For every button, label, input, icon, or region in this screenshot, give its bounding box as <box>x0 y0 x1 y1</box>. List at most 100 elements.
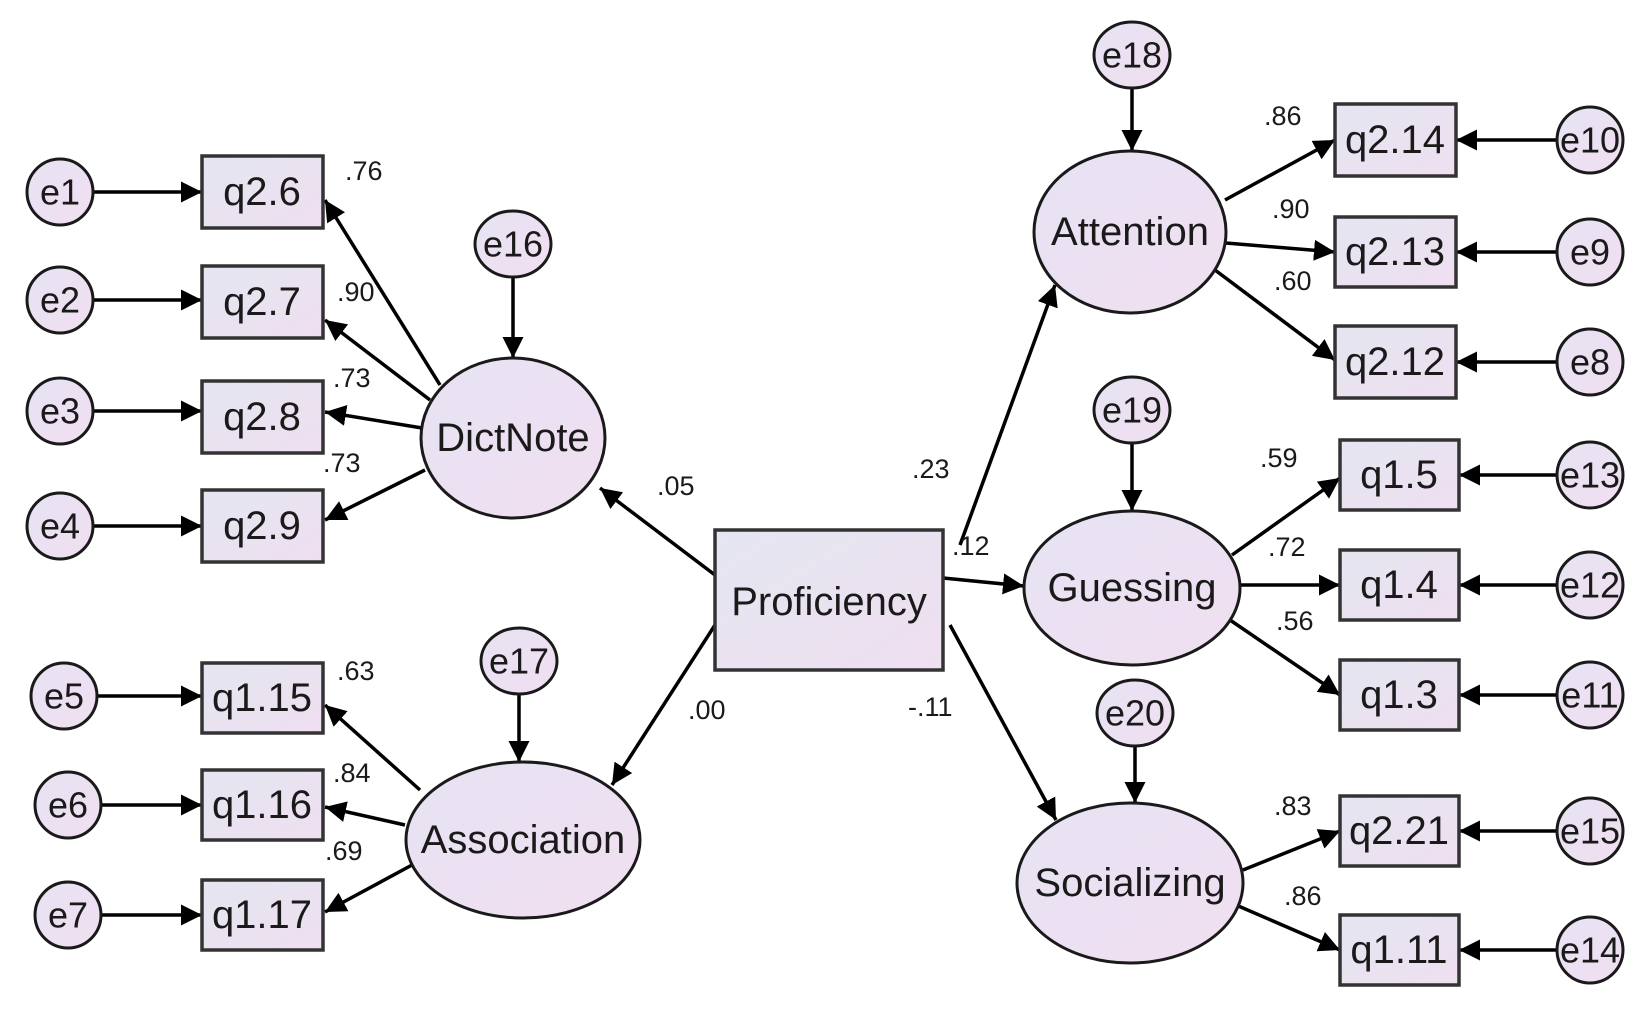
e17-label: e17 <box>489 641 549 682</box>
proficiency-label: Proficiency <box>731 580 927 624</box>
indicator-q2-14: q2.14 <box>1333 102 1458 178</box>
coef-prof-dictnote: .05 <box>657 471 695 501</box>
q1-15-label: q1.15 <box>212 676 312 720</box>
e3-label: e3 <box>40 391 80 432</box>
q2-21-label: q2.21 <box>1349 809 1449 853</box>
e2-label: e2 <box>40 280 80 321</box>
guessing-factor: Guessing <box>1022 509 1242 667</box>
error-e15: e15 <box>1555 796 1625 866</box>
q2-6-label: q2.6 <box>223 170 301 214</box>
q2-7-label: q2.7 <box>223 280 301 324</box>
error-e5: e5 <box>29 661 99 731</box>
e13-label: e13 <box>1560 455 1620 496</box>
e4-label: e4 <box>40 506 80 547</box>
error-e13: e13 <box>1555 440 1625 510</box>
arrow-dictnote-to-q2-8 <box>324 405 423 430</box>
q1-17-label: q1.17 <box>212 893 312 937</box>
e7-label: e7 <box>48 895 88 936</box>
arrow-socializing-to-q1-11 <box>1235 903 1341 952</box>
q1-3-label: q1.3 <box>1360 673 1438 717</box>
dictnote-label: DictNote <box>436 416 589 460</box>
e19-label: e19 <box>1102 390 1162 431</box>
indicator-q1-5: q1.5 <box>1338 438 1461 512</box>
coef-dictnote-q2-9: .73 <box>323 448 361 478</box>
coef-prof-socializing: -.11 <box>908 692 953 722</box>
coef-attention-q2-12: .60 <box>1274 266 1312 296</box>
q2-8-label: q2.8 <box>223 395 301 439</box>
e8-label: e8 <box>1570 342 1610 383</box>
attention-label: Attention <box>1051 210 1209 254</box>
error-e8: e8 <box>1555 327 1625 397</box>
arrow-dictnote-to-q2-9 <box>324 468 426 522</box>
indicator-q2-13: q2.13 <box>1333 215 1458 289</box>
coef-socializing-q2-21: .83 <box>1274 791 1312 821</box>
guessing-label: Guessing <box>1048 566 1217 610</box>
arrow-dictnote-to-q2-6 <box>323 199 442 386</box>
e16-label: e16 <box>483 224 543 265</box>
error-e17: e17 <box>479 626 559 696</box>
coef-dictnote-q2-8: .73 <box>333 363 371 393</box>
e11-label: e11 <box>1561 675 1618 716</box>
error-e14: e14 <box>1555 915 1625 985</box>
e6-label: e6 <box>48 785 88 826</box>
indicator-q1-15: q1.15 <box>200 661 325 735</box>
arrow-association-to-q1-15 <box>323 703 422 792</box>
arrow-prof-to-guessing <box>942 573 1025 595</box>
coef-association-q1-15: .63 <box>337 656 375 686</box>
e14-label: e14 <box>1560 930 1620 971</box>
q2-13-label: q2.13 <box>1345 230 1445 274</box>
indicator-q1-3: q1.3 <box>1338 658 1461 732</box>
arrow-prof-to-socializing <box>948 624 1058 821</box>
coef-dictnote-q2-7: .90 <box>337 277 375 307</box>
error-e12: e12 <box>1555 550 1625 620</box>
error-e16: e16 <box>473 209 553 279</box>
e5-label: e5 <box>44 676 84 717</box>
arrow-prof-to-dictnote <box>598 486 717 577</box>
indicator-q1-4: q1.4 <box>1338 548 1461 622</box>
coef-attention-q2-14: .86 <box>1264 101 1302 131</box>
e12-label: e12 <box>1560 565 1620 606</box>
arrow-guessing-to-q1-5 <box>1230 476 1342 557</box>
coef-association-q1-16: .84 <box>333 758 371 788</box>
indicator-q2-6: q2.6 <box>200 154 325 230</box>
q2-14-label: q2.14 <box>1345 118 1445 162</box>
e18-label: e18 <box>1102 35 1162 76</box>
coef-dictnote-q2-6: .76 <box>345 156 383 186</box>
e15-label: e15 <box>1560 811 1620 852</box>
e20-label: e20 <box>1105 693 1165 734</box>
error-e3: e3 <box>25 376 95 446</box>
dictnote-factor: DictNote <box>419 356 607 520</box>
arrow-prof-to-association <box>610 624 717 786</box>
error-e11: e11 <box>1555 660 1625 730</box>
e1-label: e1 <box>40 172 80 213</box>
association-label: Association <box>421 818 626 862</box>
indicator-q2-8: q2.8 <box>200 379 325 455</box>
coef-prof-attention: .23 <box>912 454 950 484</box>
e9-label: e9 <box>1570 232 1610 273</box>
indicator-q2-21: q2.21 <box>1338 794 1461 868</box>
arrow-guessing-to-q1-3 <box>1229 618 1341 697</box>
indicator-q2-12: q2.12 <box>1333 324 1458 400</box>
path-arrows <box>93 88 1557 961</box>
error-e18: e18 <box>1092 20 1172 90</box>
error-e7: e7 <box>33 880 103 950</box>
arrow-attention-to-q2-14 <box>1224 138 1336 202</box>
indicator-q2-9: q2.9 <box>200 488 325 564</box>
indicator-q2-7: q2.7 <box>200 264 325 340</box>
error-e19: e19 <box>1092 375 1172 445</box>
q1-11-label: q1.11 <box>1350 928 1447 972</box>
q1-16-label: q1.16 <box>212 783 312 827</box>
arrow-prof-to-attention <box>958 284 1058 546</box>
arrow-attention-to-q2-13 <box>1225 239 1336 261</box>
error-e9: e9 <box>1555 217 1625 287</box>
attention-factor: Attention <box>1032 149 1228 315</box>
e10-label: e10 <box>1560 120 1620 161</box>
q1-4-label: q1.4 <box>1360 563 1438 607</box>
error-e10: e10 <box>1555 105 1625 175</box>
indicator-q1-11: q1.11 <box>1338 913 1461 987</box>
coef-association-q1-17: .69 <box>325 836 363 866</box>
error-e6: e6 <box>33 770 103 840</box>
arrow-dictnote-to-q2-7 <box>323 318 432 402</box>
error-e20: e20 <box>1095 678 1175 748</box>
